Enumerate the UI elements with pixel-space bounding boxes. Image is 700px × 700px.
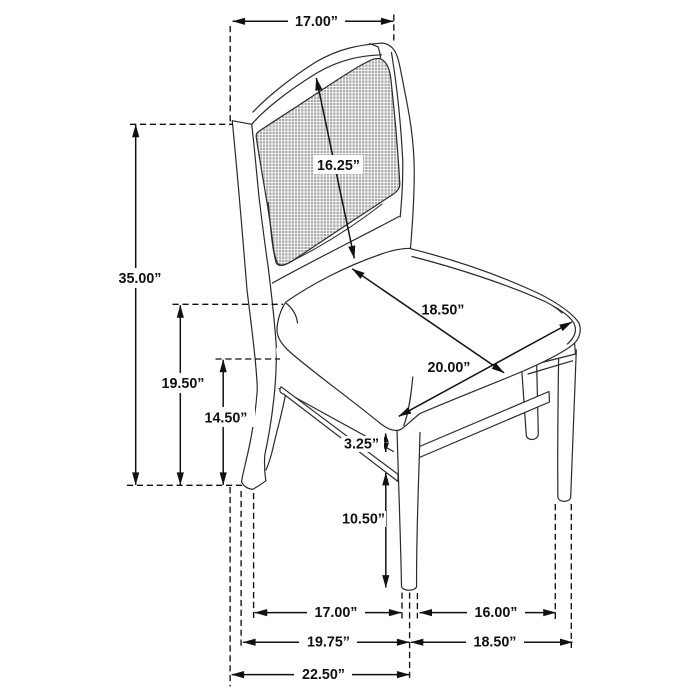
- svg-text:35.00”: 35.00”: [119, 271, 162, 287]
- svg-text:17.00”: 17.00”: [295, 14, 338, 30]
- svg-text:16.00”: 16.00”: [475, 605, 518, 621]
- svg-text:18.50”: 18.50”: [422, 303, 465, 319]
- svg-text:20.00”: 20.00”: [428, 360, 471, 376]
- svg-text:10.50”: 10.50”: [342, 512, 385, 528]
- svg-text:16.25”: 16.25”: [317, 158, 360, 174]
- svg-text:19.75”: 19.75”: [307, 635, 350, 651]
- svg-text:22.50”: 22.50”: [302, 667, 345, 683]
- svg-text:18.50”: 18.50”: [474, 635, 517, 651]
- svg-text:3.25”: 3.25”: [344, 437, 379, 453]
- svg-text:19.50”: 19.50”: [162, 376, 205, 392]
- svg-text:17.00”: 17.00”: [315, 605, 358, 621]
- svg-text:14.50”: 14.50”: [205, 411, 248, 427]
